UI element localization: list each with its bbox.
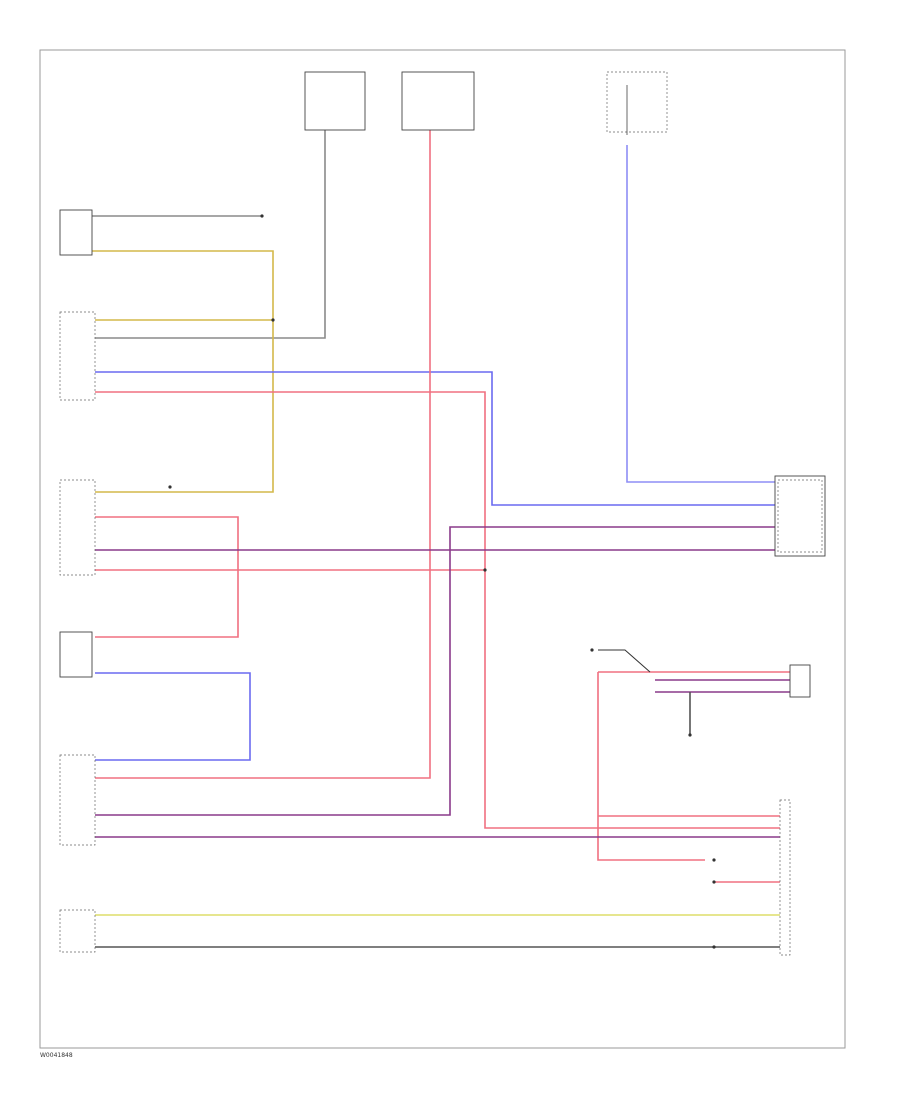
splice-dot <box>712 858 716 862</box>
driver-switch-box <box>59 479 96 576</box>
connector-right-top <box>774 475 826 557</box>
connector-right-middle <box>789 664 811 698</box>
splice-dot <box>271 318 275 322</box>
sensor-bottom-box <box>59 909 96 953</box>
relay-box-right <box>606 71 668 133</box>
module-right-bottom <box>779 799 791 956</box>
driver-sensor-box <box>59 631 93 678</box>
splice-dot <box>712 880 716 884</box>
diagram-frame <box>39 49 846 1049</box>
splice-dot <box>590 648 594 652</box>
wire-purple-d <box>655 679 790 693</box>
passenger-switch-box <box>59 311 96 401</box>
splice-dot <box>483 568 487 572</box>
fuse-box-middle <box>401 71 475 131</box>
wire-gray-fuse-down <box>95 130 326 339</box>
splice-dot <box>168 485 172 489</box>
wire-pink-middle <box>95 516 239 638</box>
splice-dot <box>688 733 692 737</box>
splice-dot <box>712 945 716 949</box>
wire-pink-upper <box>95 391 780 829</box>
wire-pink-fuse <box>95 130 431 779</box>
control-module-box <box>59 754 96 846</box>
wire-blue-upper <box>95 371 775 506</box>
wire-darkgray <box>95 692 780 948</box>
wire-purple-b <box>95 526 775 816</box>
passenger-sensor-box <box>59 209 93 256</box>
wire-blue-lower <box>95 672 251 761</box>
connector-right-top-inner <box>777 479 823 553</box>
wire-group <box>92 130 790 948</box>
wire-pink-module <box>597 671 790 883</box>
wire-black-module <box>598 649 651 673</box>
component-group <box>59 71 826 956</box>
diagram-id: W0041848 <box>40 1052 73 1059</box>
fuse-box-left <box>304 71 366 131</box>
splice-dot <box>260 214 264 218</box>
wire-lightblue-relay <box>626 145 775 483</box>
